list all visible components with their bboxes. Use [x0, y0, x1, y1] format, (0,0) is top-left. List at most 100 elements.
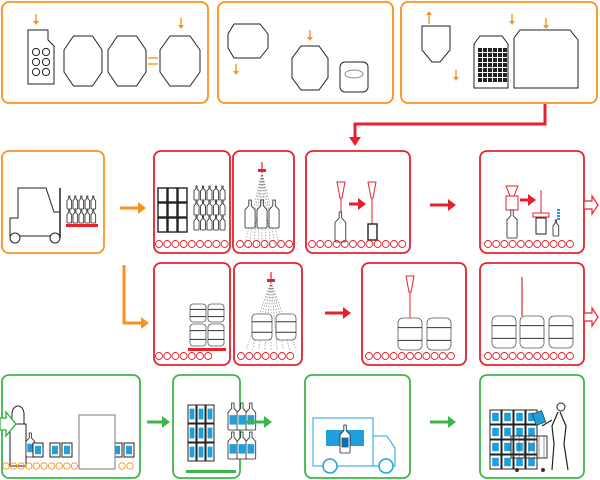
- crate-label: [189, 446, 195, 458]
- filter-cell: [498, 58, 502, 62]
- conveyor-roller: [430, 352, 439, 360]
- crate-label: [189, 408, 195, 420]
- bottle-crate: [167, 187, 178, 203]
- conveyor-roller: [525, 240, 533, 248]
- conveyor-roller: [500, 240, 509, 248]
- filter-cell: [498, 48, 502, 52]
- conveyor-roller: [533, 240, 542, 248]
- flow-arrow: [246, 416, 272, 428]
- filter-cell: [478, 78, 482, 82]
- vessel-port: [41, 57, 51, 67]
- spray-jet: [261, 171, 267, 249]
- centrifuge: [339, 61, 369, 93]
- arrow-head: [349, 137, 361, 146]
- vessel-port: [31, 57, 41, 67]
- spray-nozzle: [267, 279, 275, 282]
- crate-label: [516, 427, 523, 437]
- conveyor-roller: [508, 352, 517, 360]
- flow-arrow: [430, 199, 456, 211]
- packing-machine: [78, 414, 116, 470]
- crate-label: [492, 427, 499, 437]
- conveyor-roller: [220, 240, 229, 248]
- bottle: [193, 200, 200, 216]
- bottle: [506, 209, 518, 239]
- bright-beer-tank: [513, 29, 579, 89]
- conveyor-roller: [155, 240, 163, 248]
- bottle: [213, 200, 219, 216]
- crate-label: [35, 445, 41, 455]
- conveyor-roller: [187, 352, 196, 360]
- conveyor-roller: [406, 352, 414, 360]
- conveyor-roller: [278, 352, 286, 360]
- conveyor-roller: [47, 462, 56, 470]
- pallet: [66, 224, 98, 227]
- conveyor-roller: [422, 352, 431, 360]
- conveyor-roller: [549, 352, 558, 360]
- crate-label: [504, 427, 511, 437]
- delivery-truck-icon: [312, 417, 396, 474]
- conveyor-roller: [32, 462, 41, 470]
- conveyor-roller: [438, 352, 447, 360]
- conveyor-roller: [171, 240, 180, 248]
- crate-label: [207, 408, 213, 420]
- filter-cell: [503, 63, 507, 67]
- bottle: [84, 209, 91, 224]
- keg-wash-icon: [237, 272, 297, 360]
- fermenter-icon: [227, 23, 369, 93]
- conveyor-roller: [244, 240, 253, 248]
- bottle-label: [247, 415, 255, 425]
- filter-cell: [483, 78, 487, 82]
- filter-cell: [483, 68, 487, 72]
- bottle: [552, 219, 560, 237]
- bottle: [268, 199, 280, 229]
- stage-brewing-vessels: [1, 1, 209, 104]
- conveyor-roller: [245, 352, 254, 360]
- filter-cell: [498, 68, 502, 72]
- pallet: [188, 348, 226, 351]
- conveyor-roller: [484, 352, 492, 360]
- stage-filtration: [400, 1, 598, 104]
- spray-jet: [248, 171, 263, 249]
- filter-cell: [478, 58, 482, 62]
- conveyor-roller: [126, 462, 134, 470]
- mash-tun-vessels-icon: [27, 14, 201, 87]
- crate-label: [114, 445, 120, 455]
- filler-head: [336, 181, 346, 199]
- keg-sealer-icon: [484, 277, 574, 360]
- filter-cell: [488, 68, 492, 72]
- arrow-head: [426, 11, 432, 15]
- conveyor-roller: [155, 352, 163, 360]
- capper-head: [532, 212, 550, 218]
- forklift-to-keg-arrow: [122, 265, 149, 329]
- keg: [397, 317, 423, 351]
- crate-label: [516, 442, 523, 452]
- crate-label: [207, 446, 213, 458]
- bottle: [213, 215, 219, 231]
- crate-label: [516, 457, 523, 467]
- conveyor-roller: [171, 352, 180, 360]
- keg: [491, 315, 517, 349]
- bottle-label: [341, 437, 349, 448]
- arrow-head: [233, 71, 239, 75]
- bottle-label: [27, 443, 34, 453]
- bottle: [66, 209, 73, 224]
- flow-arrow: [430, 416, 456, 428]
- conveyor-roller: [381, 240, 390, 248]
- crate-label: [64, 445, 70, 455]
- filter-cell: [493, 48, 497, 52]
- wheel: [49, 232, 61, 244]
- cap-stack: [557, 218, 560, 220]
- conveyor-roller: [204, 240, 213, 248]
- crate-label: [492, 442, 499, 452]
- bottle: [200, 185, 206, 201]
- bottle-crate: [157, 217, 168, 233]
- bottle: [72, 209, 79, 224]
- vessel: [107, 35, 147, 87]
- fermenter: [227, 23, 269, 59]
- production-to-filling-connector: [349, 104, 547, 146]
- conveyor-roller: [212, 240, 221, 248]
- shopper-body: [541, 411, 569, 471]
- shopper-cart-icon: [489, 402, 569, 472]
- conveyor-roller: [541, 352, 550, 360]
- stage-palletizing: [172, 374, 257, 479]
